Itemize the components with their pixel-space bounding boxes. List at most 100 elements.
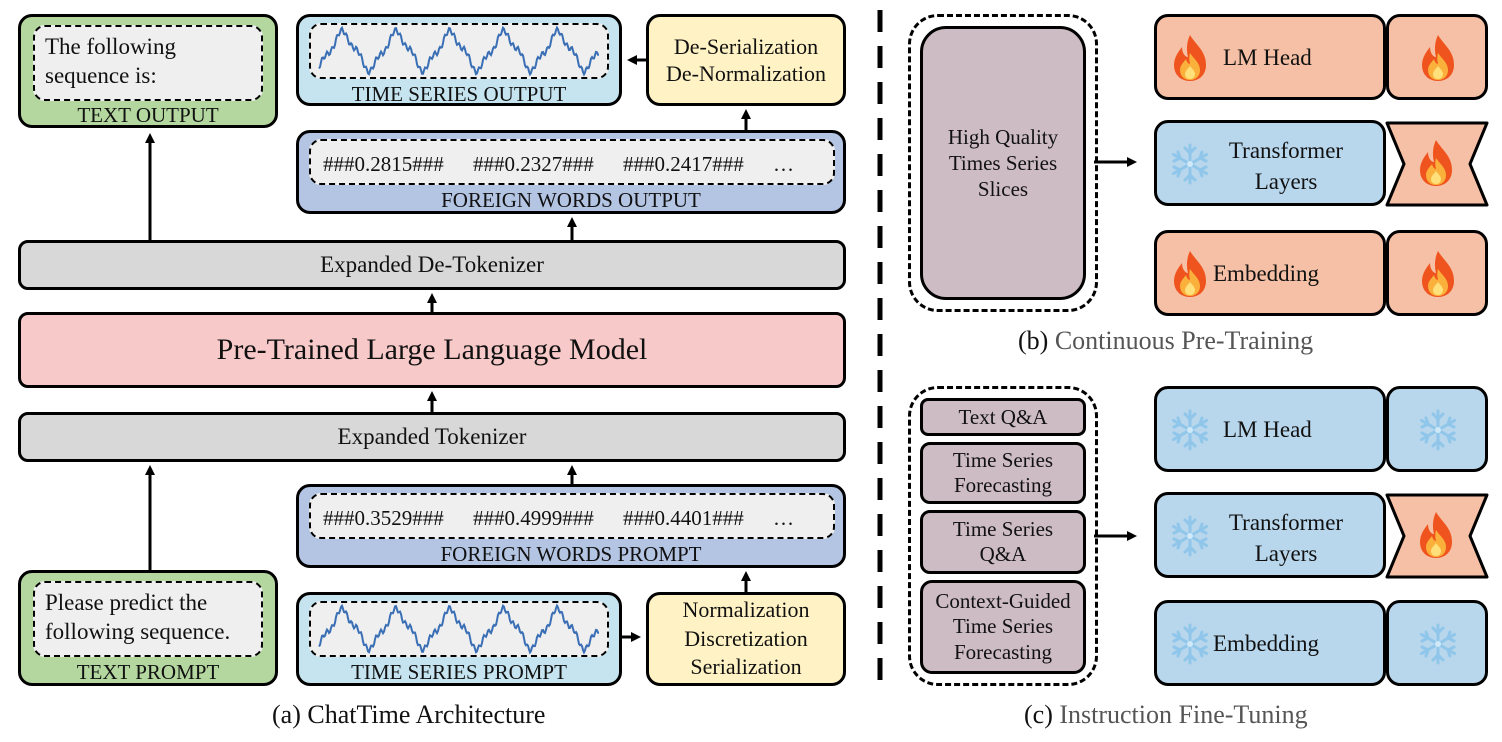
foreign-words-prompt-box: ###0.3529### ###0.4999### ###0.4401### …… <box>296 484 846 568</box>
prompt-token-ellipsis: … <box>773 506 794 530</box>
foreign-words-prompt-label: FOREIGN WORDS PROMPT <box>440 542 702 566</box>
pretraining-data-box: High Quality Times Series Slices <box>920 26 1086 300</box>
output-token-2: ###0.2327### <box>473 152 594 176</box>
fire-icon <box>1165 247 1215 301</box>
panel-b-caption-text: Continuous Pre-Training <box>1054 326 1314 355</box>
normalization-line3: Serialization <box>690 654 802 680</box>
text-prompt-line1: Please predict the <box>45 590 208 615</box>
panel-b-caption: (b) Continuous Pre-Training <box>1018 326 1313 356</box>
c-transformer-line2: Layers <box>1254 541 1318 566</box>
c-embedding-box: Embedding <box>1154 600 1386 686</box>
text-output-line1: The following <box>45 34 176 59</box>
text-output-box: The following sequence is: TEXT OUTPUT <box>18 14 278 128</box>
task-context-guided-line3: Forecasting <box>954 639 1052 664</box>
detokenizer-label: Expanded De-Tokenizer <box>320 251 544 277</box>
llm-box: Pre-Trained Large Language Model <box>18 312 846 388</box>
time-series-prompt-plot <box>309 601 609 657</box>
snowflake-icon <box>1413 403 1463 457</box>
instruction-tasks-group <box>908 386 1098 686</box>
c-transformer-box: Transformer Layers <box>1154 492 1386 578</box>
c-lm-head-label: LM Head <box>1223 417 1312 442</box>
task-text-qa-label: Text Q&A <box>958 404 1048 429</box>
output-token-1: ###0.2815### <box>323 152 444 176</box>
text-prompt-content: Please predict the following sequence. <box>33 581 263 657</box>
normalization-box: Normalization Discretization Serializati… <box>646 592 846 686</box>
b-transformer-box: Transformer Layers <box>1154 120 1386 206</box>
c-transformer-line1: Transformer <box>1228 510 1344 535</box>
text-output-label: TEXT OUTPUT <box>77 103 219 127</box>
text-prompt-box: Please predict the following sequence. T… <box>18 570 278 686</box>
task-context-guided-line1: Context-Guided <box>935 589 1071 614</box>
task-ts-forecasting: Time Series Forecasting <box>920 442 1086 504</box>
task-ts-qa-line1: Time Series <box>952 516 1054 541</box>
foreign-words-output-box: ###0.2815### ###0.2327### ###0.2417### …… <box>296 130 846 214</box>
panel-c-caption-prefix: (c) <box>1024 700 1053 729</box>
tokenizer-label: Expanded Tokenizer <box>337 423 527 449</box>
snowflake-icon <box>1165 617 1215 671</box>
time-series-prompt-label: TIME SERIES PROMPT <box>351 660 567 684</box>
panel-a-caption: (a) ChatTime Architecture <box>272 700 546 729</box>
task-ts-qa: Time Series Q&A <box>920 510 1086 574</box>
b-transformer-adapter <box>1385 121 1489 207</box>
task-context-guided: Context-Guided Time Series Forecasting <box>920 580 1086 674</box>
normalization-line2: Discretization <box>684 625 808 651</box>
foreign-words-prompt-tokens: ###0.3529### ###0.4999### ###0.4401### … <box>309 493 835 539</box>
time-series-output-plot <box>309 23 609 79</box>
c-embedding-adapter <box>1386 600 1488 686</box>
foreign-words-output-tokens: ###0.2815### ###0.2327### ###0.2417### … <box>309 139 835 185</box>
c-lm-head-box: LM Head <box>1154 386 1386 472</box>
text-prompt-label: TEXT PROMPT <box>76 660 220 684</box>
llm-label: Pre-Trained Large Language Model <box>216 333 648 367</box>
fire-icon <box>1165 31 1215 85</box>
detokenizer-box: Expanded De-Tokenizer <box>18 240 846 290</box>
deserialization-line1: De-Serialization <box>673 33 819 59</box>
time-series-output-line <box>318 25 599 77</box>
b-lm-head-label: LM Head <box>1223 45 1312 70</box>
panel-c-caption: (c) Instruction Fine-Tuning <box>1024 700 1308 730</box>
time-series-output-box: TIME SERIES OUTPUT <box>296 14 622 106</box>
b-embedding-label: Embedding <box>1213 261 1320 286</box>
prompt-token-3: ###0.4401### <box>623 506 744 530</box>
panel-c-caption-text: Instruction Fine-Tuning <box>1059 700 1308 729</box>
b-lm-head-box: LM Head <box>1154 14 1386 100</box>
b-embedding-box: Embedding <box>1154 230 1386 316</box>
time-series-output-label: TIME SERIES OUTPUT <box>351 82 567 106</box>
normalization-line1: Normalization <box>682 597 810 623</box>
time-series-prompt-line <box>318 603 599 655</box>
task-ts-forecasting-line1: Time Series <box>952 447 1054 472</box>
prompt-token-2: ###0.4999### <box>473 506 594 530</box>
c-lm-head-adapter <box>1386 386 1488 472</box>
task-ts-qa-line2: Q&A <box>979 542 1027 566</box>
task-context-guided-line2: Time Series <box>952 614 1054 639</box>
fire-icon <box>1413 31 1463 85</box>
pretraining-data-line3: Slices <box>977 177 1029 202</box>
b-embedding-adapter <box>1386 230 1488 316</box>
time-series-prompt-box: TIME SERIES PROMPT <box>296 592 622 686</box>
text-output-content: The following sequence is: <box>33 25 263 101</box>
pretraining-data-line2: Times Series <box>948 150 1058 175</box>
pretraining-data-line1: High Quality <box>947 124 1059 149</box>
snowflake-icon <box>1165 137 1215 191</box>
output-token-3: ###0.2417### <box>623 152 744 176</box>
panel-b-caption-prefix: (b) <box>1018 326 1049 355</box>
prompt-token-1: ###0.3529### <box>323 506 444 530</box>
b-transformer-line2: Layers <box>1254 169 1318 194</box>
snowflake-icon <box>1413 617 1463 671</box>
foreign-words-output-label: FOREIGN WORDS OUTPUT <box>441 188 701 212</box>
deserialization-box: De-Serialization De-Normalization <box>646 14 846 106</box>
b-transformer-line1: Transformer <box>1228 138 1344 163</box>
pretraining-data-group <box>908 14 1098 312</box>
output-token-ellipsis: … <box>773 152 794 176</box>
text-prompt-line2: following sequence. <box>45 619 231 644</box>
task-text-qa: Text Q&A <box>920 398 1086 436</box>
task-ts-forecasting-line2: Forecasting <box>954 473 1052 497</box>
fire-icon <box>1413 247 1463 301</box>
b-lm-head-adapter <box>1386 14 1488 100</box>
deserialization-line2: De-Normalization <box>665 61 827 86</box>
snowflake-icon <box>1165 509 1215 563</box>
tokenizer-box: Expanded Tokenizer <box>18 412 846 462</box>
c-transformer-adapter <box>1385 493 1489 579</box>
text-output-line2: sequence is: <box>45 63 157 88</box>
snowflake-icon <box>1165 403 1215 457</box>
